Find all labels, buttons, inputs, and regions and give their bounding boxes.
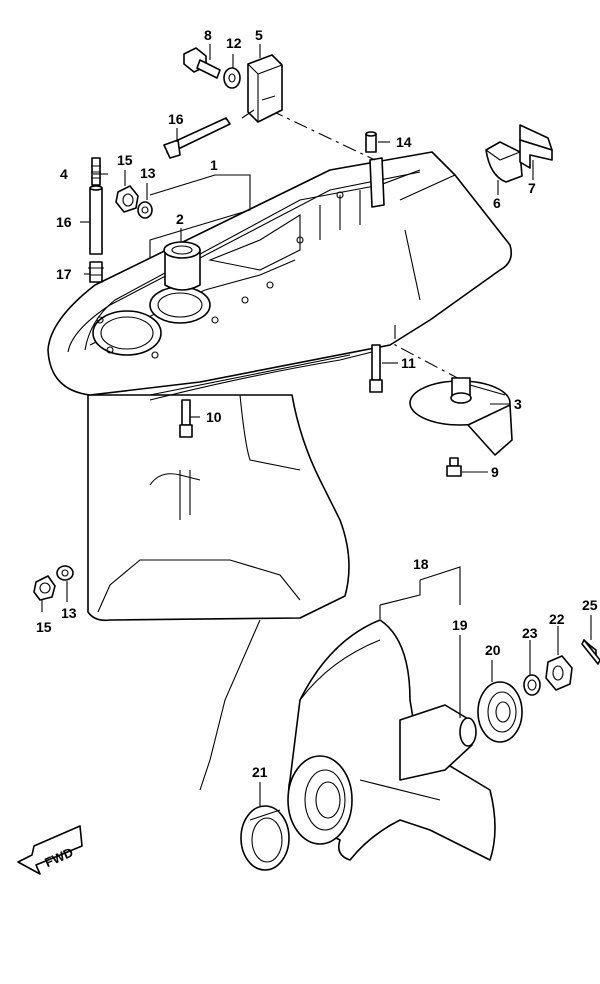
propeller-20	[287, 619, 496, 861]
part-label-15-lower: 15	[36, 619, 52, 635]
part-label-13-upper: 13	[140, 165, 156, 181]
dowel-14	[365, 131, 377, 153]
part-label-25: 25	[582, 597, 598, 613]
part-label-16: 16	[56, 214, 72, 230]
part-label-20: 19	[452, 617, 468, 633]
washer-24	[523, 674, 541, 696]
bolt-8	[183, 47, 221, 79]
thrust-washer-21	[477, 681, 523, 743]
part-label-7: 7	[528, 180, 536, 196]
mounting-face	[84, 169, 421, 359]
fitting-4	[91, 157, 101, 186]
part-label-4: 4	[60, 166, 68, 182]
part-label-9: 9	[491, 464, 499, 480]
nut-23	[545, 655, 573, 691]
trim-tab-3	[409, 377, 513, 456]
gear-case-housing	[47, 151, 513, 791]
fwd-direction-arrow: FWD	[17, 825, 83, 875]
part-label-24: 23	[522, 625, 538, 641]
part-label-1: 1	[210, 157, 218, 173]
part-label-8: 8	[204, 27, 212, 43]
part-label-15-upper: 15	[117, 152, 133, 168]
part-label-23: 22	[549, 611, 565, 627]
washer-13-upper	[137, 201, 153, 219]
bolt-10	[179, 399, 193, 438]
part-label-22: 21	[252, 764, 268, 780]
part-label-10: 10	[206, 409, 222, 425]
fitting-17	[88, 261, 104, 283]
spacer-22	[240, 805, 290, 871]
tube-16	[89, 185, 103, 255]
part-number-labels: 8 12 5 16 14 1 2 4 15 13 16 17 6 7 11 3 …	[36, 27, 598, 780]
pin-18	[163, 117, 231, 159]
cotter-pin-25	[581, 639, 600, 665]
part-label-6: 6	[493, 195, 501, 211]
leader-lines	[41, 44, 592, 806]
cover-6	[485, 141, 523, 183]
part-label-5: 5	[255, 27, 263, 43]
part-label-2: 2	[176, 211, 184, 227]
part-label-3: 3	[514, 396, 522, 412]
washer-12	[223, 67, 241, 89]
part-label-21: 20	[485, 642, 501, 658]
plug-15-upper	[115, 185, 139, 213]
bolt-9	[446, 457, 462, 477]
bracket-7	[519, 124, 553, 169]
part-label-17: 17	[56, 266, 72, 282]
part-label-11: 11	[401, 355, 416, 371]
part-label-12: 12	[226, 35, 242, 51]
plug-15-lower	[33, 575, 56, 601]
bolt-11	[369, 344, 383, 393]
part-label-14: 14	[396, 134, 412, 150]
anode-5	[247, 54, 283, 123]
washer-13-lower	[56, 565, 74, 581]
part-label-18: 16	[168, 111, 184, 127]
part-label-13-lower: 13	[61, 605, 77, 621]
part-label-19: 18	[413, 556, 429, 572]
